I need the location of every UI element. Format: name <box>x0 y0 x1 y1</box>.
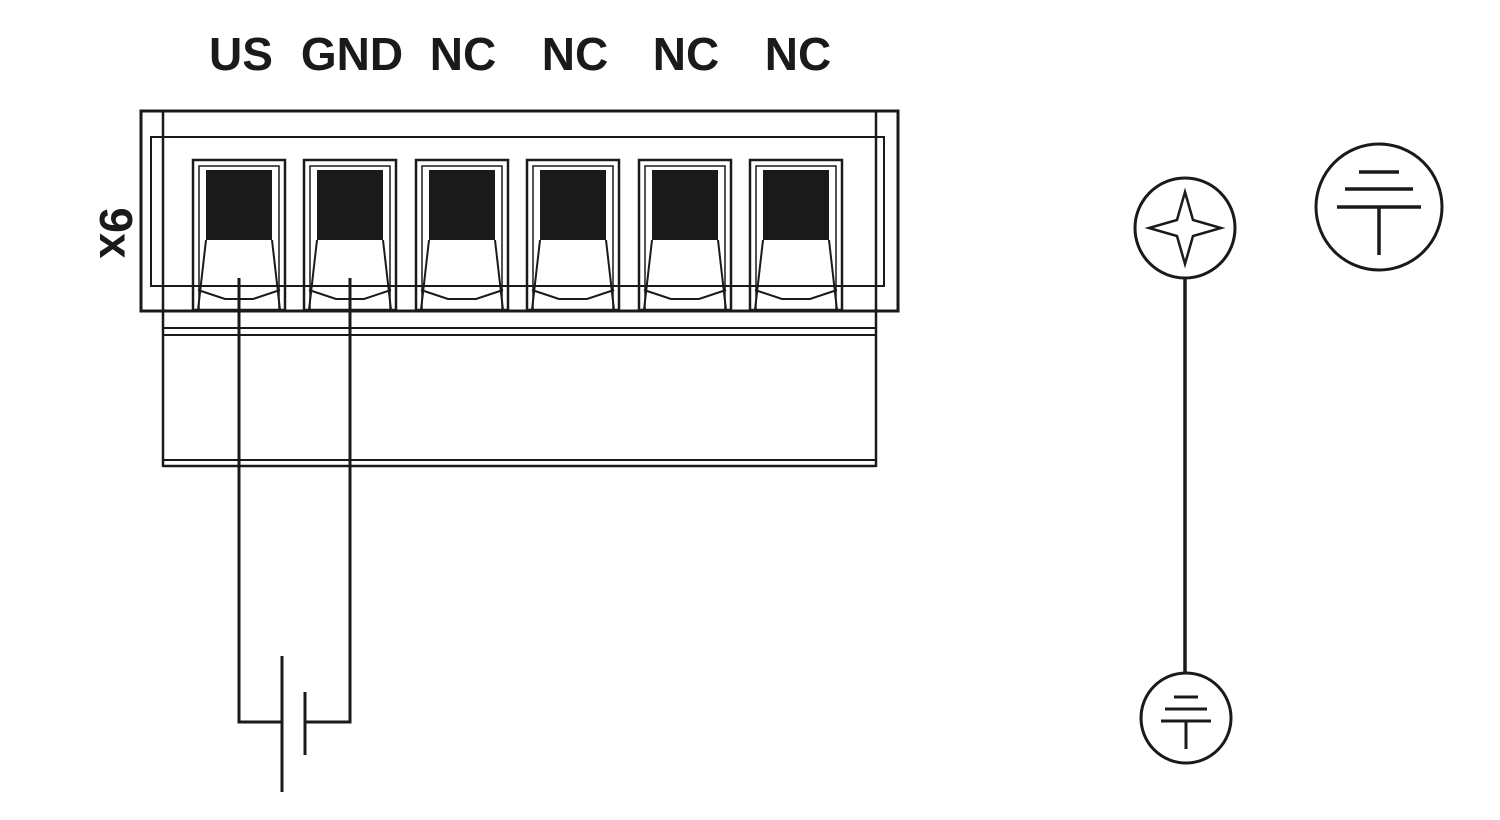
housing-outer <box>139 109 900 313</box>
terminal-slot-nc-3 <box>637 158 733 312</box>
terminal-slot-nc-4 <box>748 158 844 312</box>
terminal-slot-gnd <box>302 158 398 312</box>
terminal-slots <box>191 158 844 312</box>
wire-gnd <box>305 278 352 724</box>
terminal-label-nc-1: NC <box>430 28 496 80</box>
terminal-label-nc-2: NC <box>542 28 608 80</box>
terminal-slot-nc-1 <box>414 158 510 312</box>
terminal-label-nc-3: NC <box>653 28 719 80</box>
wire-us <box>237 278 282 724</box>
terminal-slot-nc-2 <box>525 158 621 312</box>
terminal-label-nc-4: NC <box>765 28 831 80</box>
functional-earth-icon <box>1139 671 1233 765</box>
functional-earth-icon-large <box>1314 142 1444 272</box>
screw-terminal-icon <box>1133 176 1237 280</box>
supply-wiring <box>237 278 352 792</box>
terminal-label-us: US <box>209 28 273 80</box>
dc-source-icon <box>280 656 307 792</box>
terminal-labels: US GND NC NC NC NC <box>209 28 831 80</box>
terminal-label-gnd: GND <box>301 28 403 80</box>
housing-inner <box>150 136 885 287</box>
quantity-label: 9x <box>90 207 142 259</box>
connector-housing <box>139 109 900 468</box>
